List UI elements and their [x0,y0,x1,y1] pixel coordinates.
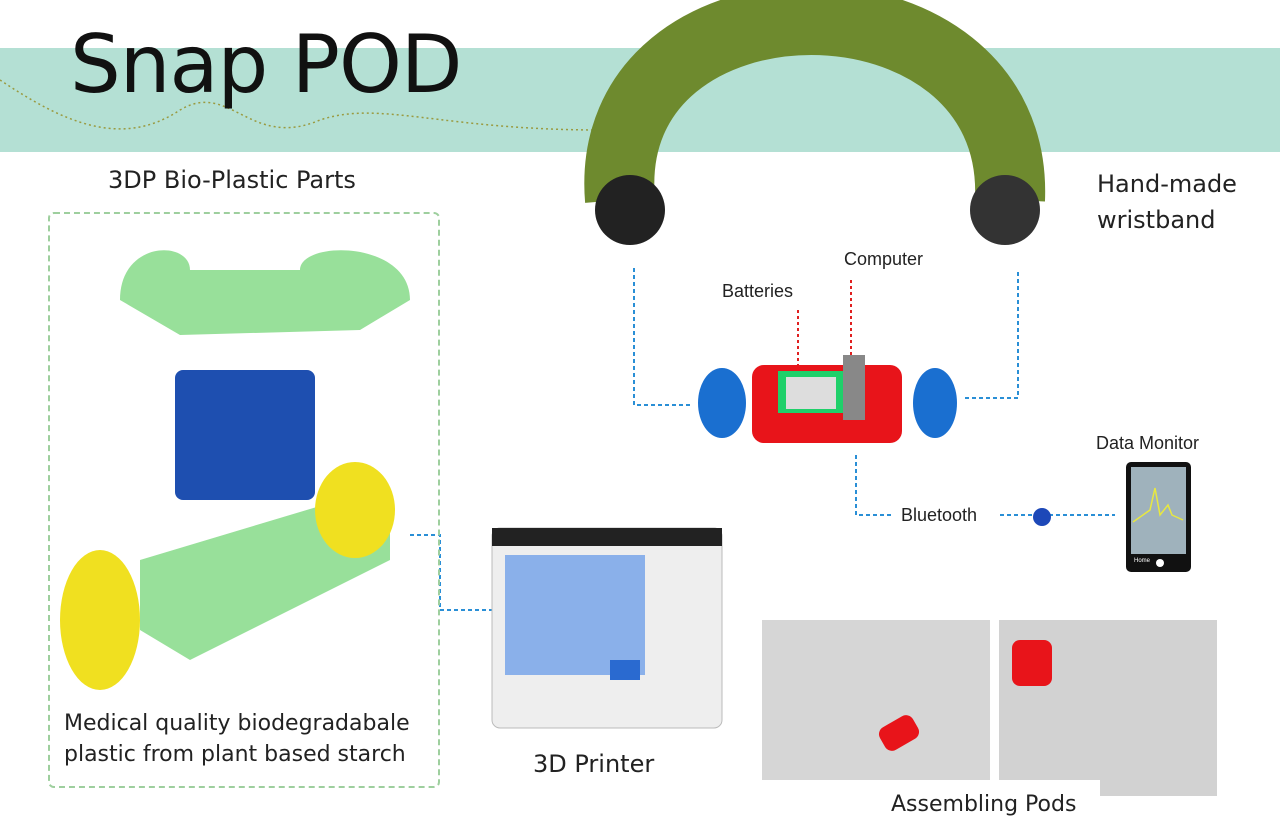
connection-arrows [410,268,1115,611]
page-title: Snap POD [70,18,463,111]
batteries-image [786,377,836,409]
signal-chart-icon [1132,487,1184,523]
part-disc-yellow-left [60,550,140,690]
computer-label: Computer [844,249,924,269]
part-disc-yellow-right [315,462,395,558]
bio-parts-panel [48,212,440,788]
pod-cap-left [698,368,746,438]
wristband-end-right [970,175,1040,245]
bluetooth-icon [1033,508,1051,526]
wristband-end-left [595,175,665,245]
printer-label: 3D Printer [533,750,655,778]
data-monitor-label: Data Monitor [1096,433,1200,453]
decorative-wave [0,79,601,131]
pod-cap-right [913,368,957,438]
part-box-blue [175,370,315,500]
bluetooth-label: Bluetooth [901,505,978,525]
wristband-image [584,0,1046,203]
wristband-label: Hand-made wristband [1097,170,1237,234]
assembling-photo-1 [762,620,990,780]
phone-home-label: Home [1134,558,1151,564]
material-note: Medical quality biodegradabale plastic f… [64,711,410,767]
computer-module [843,355,865,420]
batteries-label: Batteries [722,281,794,301]
assembling-label: Assembling Pods [891,792,1077,817]
part-base-green [120,250,410,335]
bio-parts-label: 3DP Bio-Plastic Parts [108,166,356,194]
